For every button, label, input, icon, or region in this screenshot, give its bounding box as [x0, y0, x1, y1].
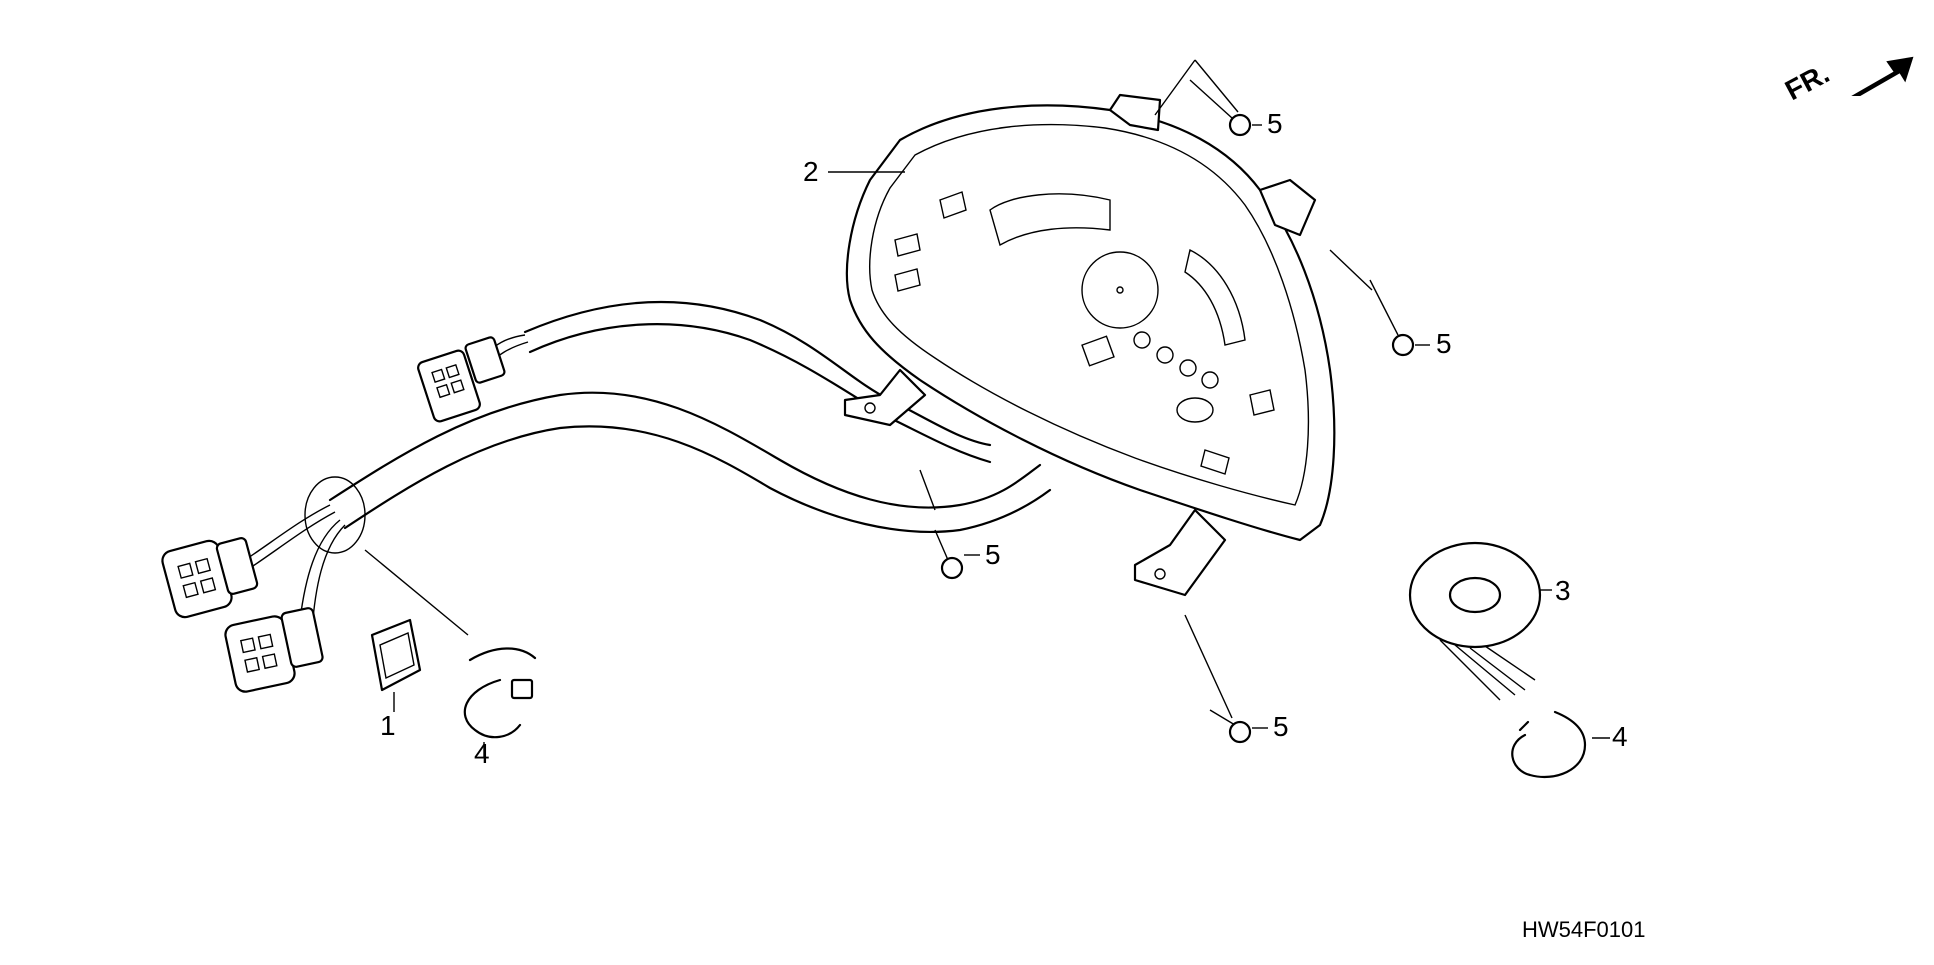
callout-4-right: 4 — [1612, 721, 1628, 752]
callout-1: 1 — [380, 710, 396, 741]
callout-5-bottom: 5 — [1273, 711, 1289, 742]
band-part-4-right — [1511, 710, 1610, 779]
harness-connector-top — [417, 336, 506, 423]
callout-5-top: 5 — [1267, 108, 1283, 139]
wire-harness — [244, 300, 1052, 636]
callout-5-right: 5 — [1436, 328, 1452, 359]
callout-2: 2 — [803, 156, 819, 187]
screw-right — [1369, 279, 1415, 357]
harness-connector-left — [161, 537, 259, 619]
band-part-4-left — [463, 647, 537, 758]
harness-connector-bottom — [224, 607, 324, 693]
callout-5-center: 5 — [985, 539, 1001, 570]
front-direction-arrow-icon — [1851, 56, 1914, 96]
callout-4-left: 4 — [474, 738, 490, 769]
grommet-part-3 — [1408, 541, 1552, 701]
screw-bottom — [1209, 709, 1252, 744]
screw-top — [1189, 79, 1252, 137]
screw-center — [934, 529, 964, 580]
clip-part-1 — [370, 618, 422, 712]
meter-assembly — [843, 93, 1336, 597]
diagram-code: HW54F0101 — [1522, 917, 1646, 942]
callout-3: 3 — [1555, 575, 1571, 606]
